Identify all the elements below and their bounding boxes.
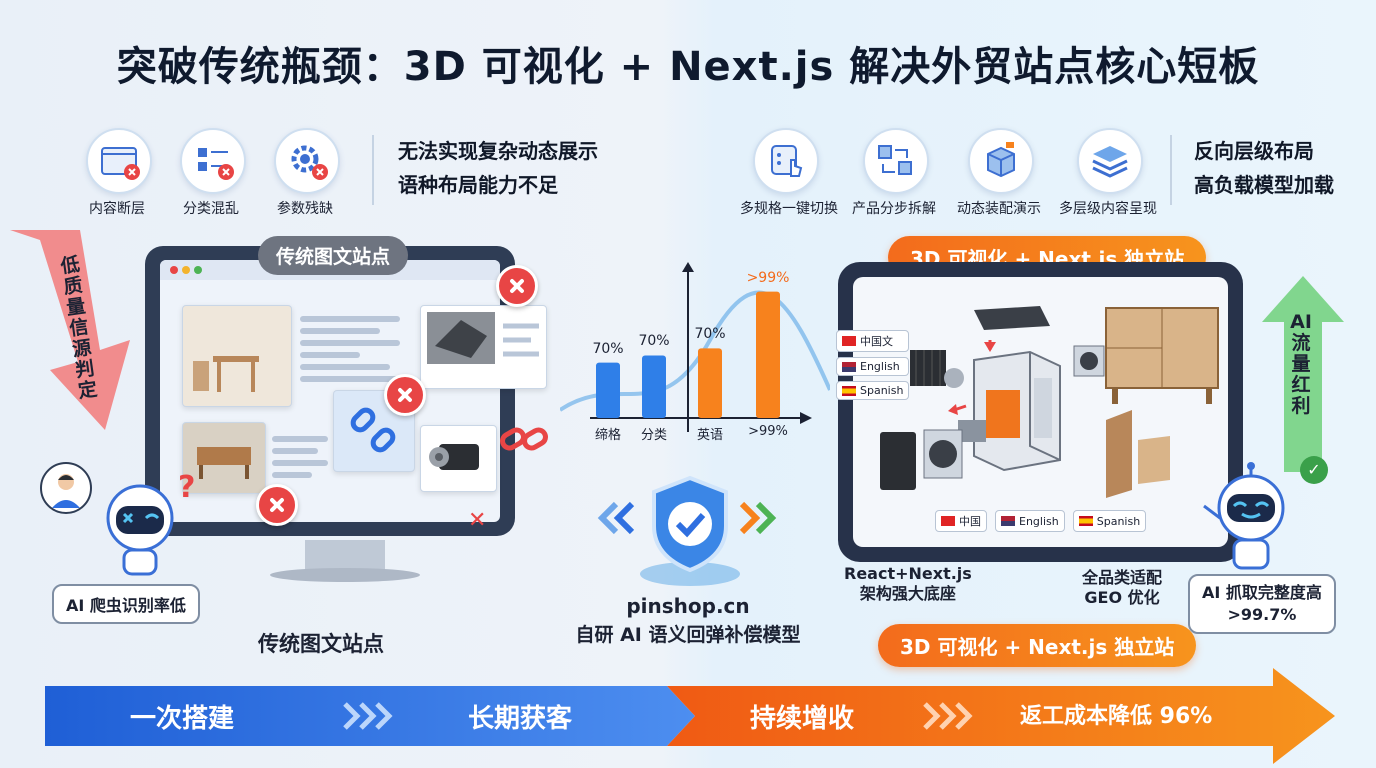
text-lines bbox=[300, 310, 410, 388]
divider bbox=[1170, 135, 1172, 205]
right-notes: 反向层级布局 高负载模型加载 bbox=[1194, 134, 1334, 202]
data-label-0: 70% bbox=[592, 340, 624, 357]
flow-step-1: 一次搭建 bbox=[130, 704, 235, 734]
layers-icon bbox=[1077, 128, 1143, 194]
category-label-3: >99% bbox=[748, 424, 788, 439]
bar-3 bbox=[756, 291, 780, 418]
flow-step-4: 返工成本降低 96% bbox=[1020, 704, 1213, 729]
error-icon bbox=[384, 374, 426, 416]
bar-2 bbox=[698, 348, 722, 418]
bar-chart bbox=[560, 262, 830, 432]
confused-robot-icon bbox=[90, 478, 190, 578]
icon-caption: 产品分步拆解 bbox=[852, 201, 936, 217]
page-title: 突破传统瓶颈：3D 可视化 + Next.js 解决外贸站点核心短板 bbox=[116, 44, 1260, 90]
product-image-cabinet bbox=[182, 422, 266, 494]
product-image-blurred bbox=[420, 305, 547, 389]
broken-link-icon bbox=[500, 427, 548, 451]
icon-caption: 动态装配演示 bbox=[957, 201, 1041, 217]
category-label-0: 缔格 bbox=[594, 428, 621, 443]
error-icon bbox=[496, 265, 538, 307]
left-notes: 无法实现复杂动态展示 语种布局能力不足 bbox=[398, 134, 598, 202]
lang-option-es[interactable]: Spanish bbox=[836, 381, 910, 400]
lang-option-es[interactable]: Spanish bbox=[1072, 510, 1147, 532]
flow-step-3: 持续增收 bbox=[750, 704, 855, 734]
category-label-2: 英语 bbox=[696, 428, 723, 443]
feature-item bbox=[180, 128, 246, 194]
crawler-rate-label: AI 爬虫识别率低 bbox=[52, 584, 200, 624]
product-image-motor bbox=[420, 425, 497, 492]
category-label-1: 分类 bbox=[640, 428, 667, 443]
happy-robot-icon bbox=[1196, 462, 1306, 572]
box-assembly-icon bbox=[968, 128, 1034, 194]
down-arrow-icon bbox=[10, 230, 130, 430]
icon-caption: 参数残缺 bbox=[277, 201, 333, 217]
note-line: 高负载模型加载 bbox=[1194, 173, 1334, 197]
note-line: 反向层级布局 bbox=[1194, 139, 1314, 163]
left-icon-row: 内容断层 分类混乱 参数残缺 bbox=[70, 128, 370, 218]
cubes-disassemble-icon bbox=[863, 128, 929, 194]
feature-item bbox=[86, 128, 152, 194]
chevron-left-icon bbox=[596, 500, 640, 540]
lang-option-cn[interactable]: 中国 bbox=[935, 510, 987, 532]
icon-caption: 内容断层 bbox=[89, 201, 145, 217]
gear-error-icon bbox=[274, 128, 340, 194]
lang-option-en[interactable]: English bbox=[836, 357, 910, 376]
check-icon: ✓ bbox=[1300, 456, 1328, 484]
icon-caption: 多规格一键切换 bbox=[740, 201, 838, 217]
traditional-site-pill: 传统图文站点 bbox=[258, 236, 409, 275]
data-label-2: 70% bbox=[694, 326, 726, 343]
note-line: 语种布局能力不足 bbox=[398, 173, 558, 197]
traditional-site-caption: 传统图文站点 bbox=[258, 632, 384, 656]
text-lines bbox=[272, 430, 332, 484]
divider bbox=[372, 135, 374, 205]
x-mark-icon: ✕ bbox=[468, 508, 487, 533]
shield-check-icon bbox=[630, 470, 750, 590]
model-label: 自研 AI 语义回弹补偿模型 bbox=[575, 624, 801, 646]
right-icon-row: 多规格一键切换 产品分步拆解 动态装配演示 多层级内容呈现 bbox=[725, 128, 1175, 218]
link-icon bbox=[350, 407, 396, 453]
nextjs-site-pill-bottom: 3D 可视化 + Next.js 独立站 bbox=[878, 624, 1197, 667]
icon-caption: 分类混乱 bbox=[183, 201, 239, 217]
monitor-stand bbox=[305, 540, 385, 570]
user-avatar bbox=[40, 462, 92, 514]
list-error-icon bbox=[180, 128, 246, 194]
bar-1 bbox=[642, 355, 666, 418]
language-switcher-side: 中国文 English Spanish bbox=[836, 330, 910, 400]
error-icon bbox=[256, 484, 298, 526]
chart-label-layer: 70% 缔格 70% 分类 70% 英语 >99% >99% bbox=[560, 260, 830, 460]
flow-band bbox=[45, 668, 1335, 764]
language-switcher-bottom: 中国 English Spanish bbox=[935, 510, 1147, 532]
crawl-completeness-label: AI 抓取完整度高>99.7% bbox=[1188, 574, 1336, 634]
lang-option-cn[interactable]: 中国文 bbox=[836, 330, 910, 352]
product-image-room bbox=[182, 305, 292, 407]
flow-step-2: 长期获客 bbox=[468, 704, 573, 734]
exploded-3d-model bbox=[880, 306, 1219, 498]
icon-caption: 多层级内容呈现 bbox=[1059, 201, 1157, 217]
note-line: 无法实现复杂动态展示 bbox=[398, 139, 598, 163]
bar-0 bbox=[596, 362, 620, 418]
touch-switch-icon bbox=[753, 128, 819, 194]
domain-label: pinshop.cn bbox=[626, 594, 750, 618]
question-mark-icon: ? bbox=[178, 470, 196, 505]
feature-item bbox=[274, 128, 340, 194]
data-label-1: 70% bbox=[638, 333, 670, 350]
monitor-base bbox=[270, 568, 420, 582]
lang-option-en[interactable]: English bbox=[995, 510, 1065, 532]
chevron-right-icon bbox=[734, 500, 778, 540]
up-arrow-icon bbox=[1262, 276, 1344, 472]
browser-error-icon bbox=[86, 128, 152, 194]
data-label-3: >99% bbox=[746, 269, 790, 286]
